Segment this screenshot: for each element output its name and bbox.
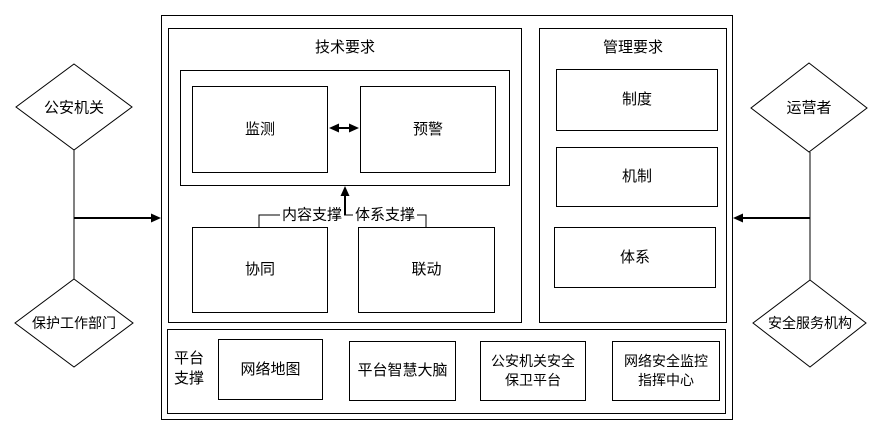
operator-label: 运营者 (786, 99, 832, 117)
collaboration-label: 协同 (244, 261, 275, 279)
warning-label: 预警 (412, 120, 443, 138)
monitoring-command-center-label: 网络安全监控指挥中心 (624, 353, 708, 388)
platform-item-security-protection-platform: 公安机关安全保卫平台 (480, 341, 586, 401)
monitor-label: 监测 (244, 120, 275, 138)
security-protection-platform-label: 公安机关安全保卫平台 (491, 353, 575, 388)
mechanism-label: 机制 (621, 168, 652, 186)
linkage-label: 联动 (411, 261, 442, 279)
platform-item-monitoring-command-center: 网络安全监控指挥中心 (612, 341, 720, 401)
tech-requirements-title: 技术要求 (314, 39, 375, 56)
protection-dept-label: 保护工作部门 (32, 315, 116, 331)
system-support-label: 体系支撑 (352, 203, 418, 225)
regulation-box: 制度 (556, 69, 718, 131)
regulation-label: 制度 (621, 91, 652, 109)
management-requirements-title: 管理要求 (602, 39, 663, 56)
smart-brain-label: 平台智慧大脑 (357, 362, 448, 380)
security-agency-label: 安全服务机构 (768, 315, 852, 331)
collaboration-box: 协同 (192, 227, 328, 313)
platform-item-network-map: 网络地图 (218, 339, 323, 400)
platform-support-label: 平台 支撑 (173, 350, 204, 388)
right-inbound-arrowhead (733, 213, 743, 223)
platform-item-smart-brain: 平台智慧大脑 (349, 341, 456, 401)
monitor-box: 监测 (192, 86, 328, 173)
content-support-label: 内容支撑 (279, 203, 345, 225)
warning-box: 预警 (360, 86, 496, 173)
system-box: 体系 (554, 227, 716, 288)
police-label: 公安机关 (43, 99, 105, 117)
mechanism-box: 机制 (556, 147, 718, 207)
network-map-label: 网络地图 (240, 360, 301, 378)
linkage-box: 联动 (358, 227, 495, 313)
left-inbound-arrowhead (151, 213, 161, 223)
system-label: 体系 (619, 248, 650, 266)
